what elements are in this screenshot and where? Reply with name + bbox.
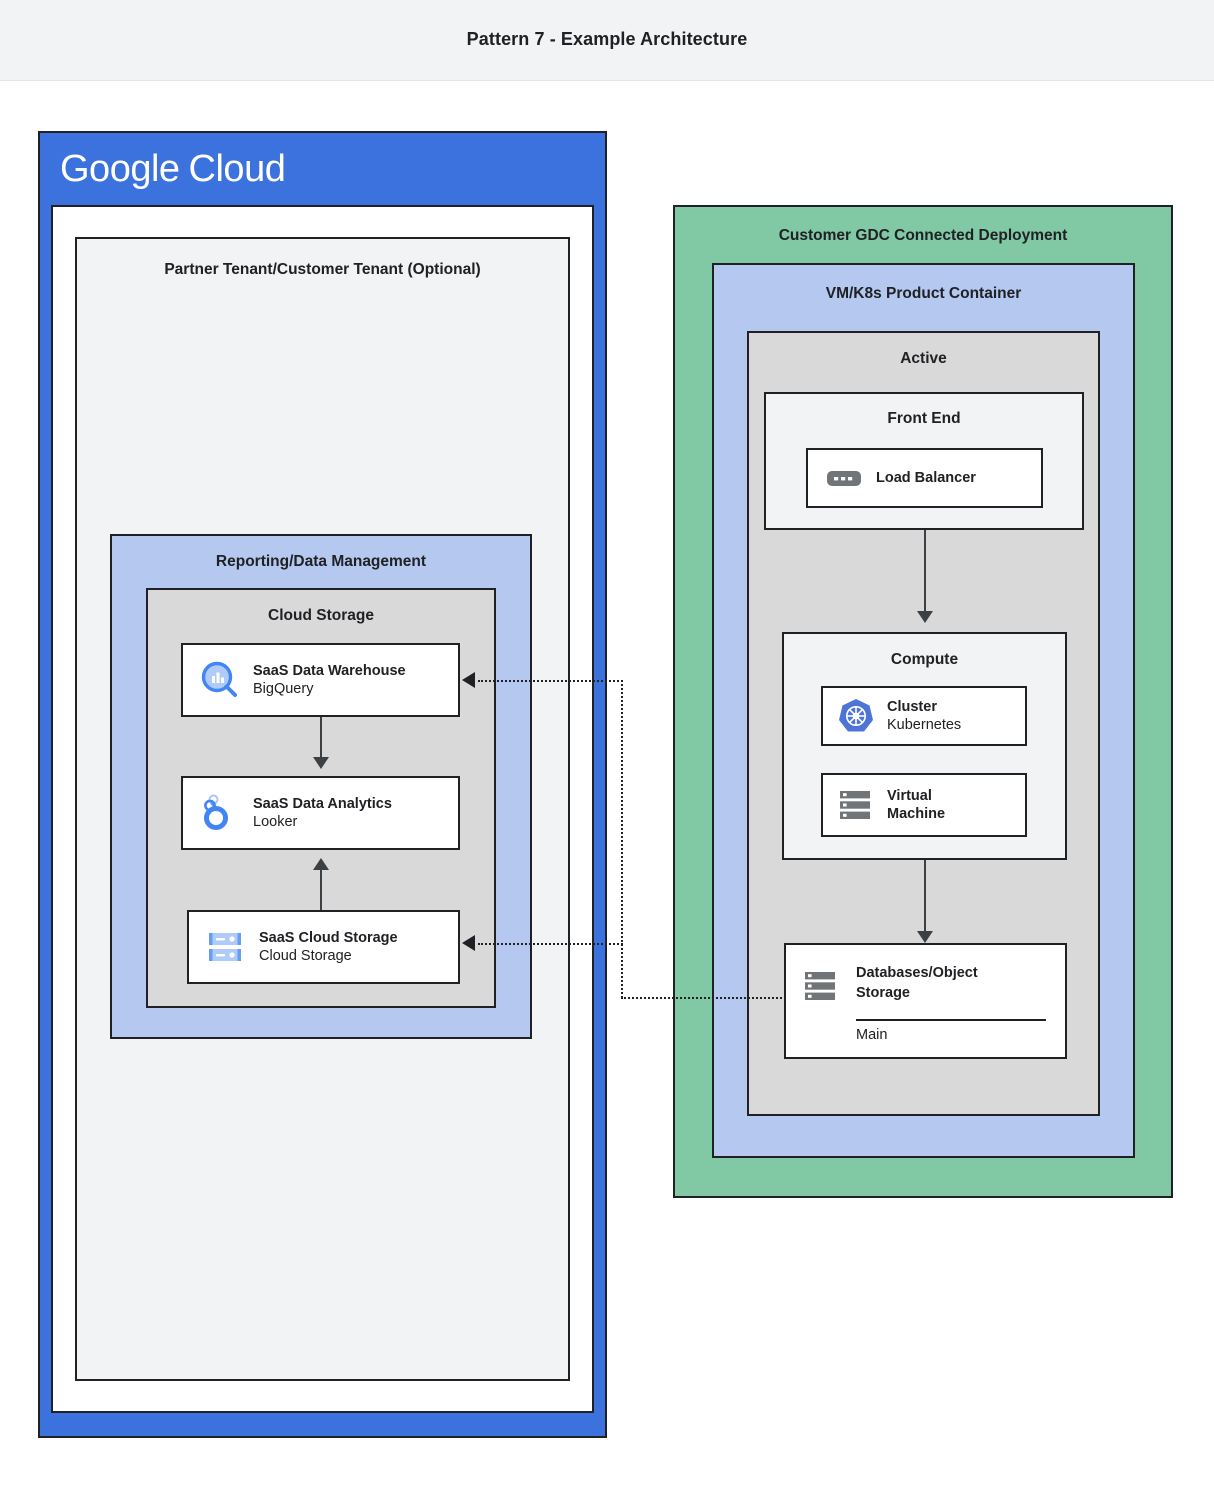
service-product: Cloud Storage (259, 947, 352, 964)
front-end-title: Front End (887, 410, 961, 427)
active-zone-title: Active (900, 350, 947, 367)
compute-title: Compute (890, 651, 959, 668)
looker-icon (197, 790, 243, 836)
cloud-storage-icon (203, 927, 249, 967)
load-balancer-icon (826, 467, 862, 489)
reporting-data-management-title: Reporting/Data Management (215, 553, 427, 570)
arrowhead-bigquery-to-looker (313, 757, 329, 769)
service-product: Kubernetes (887, 716, 962, 733)
vm-k8s-product-container-title: VM/K8s Product Container (825, 285, 1022, 302)
dotted-trunk-line (621, 680, 623, 998)
google-cloud-logo-cloud: Cloud (188, 148, 286, 190)
google-cloud-logo-google: Google (60, 148, 180, 190)
service-card-saas-data-warehouse[interactable]: SaaS Data Warehouse BigQuery (181, 643, 460, 717)
arrowhead-frontend-to-compute (917, 611, 933, 623)
service-card-databases-object-storage[interactable]: Databases/Object Storage Main (784, 943, 1067, 1059)
partner-tenant-title: Partner Tenant/Customer Tenant (Optional… (164, 261, 481, 278)
dotted-branch-to-cloud-storage (478, 943, 623, 945)
arrowhead-dotted-to-bigquery (462, 672, 475, 688)
database-name-line1: Databases/Object (856, 965, 978, 981)
connector-cloudstorage-to-looker (320, 870, 322, 911)
service-name: Load Balancer (876, 469, 976, 486)
dotted-branch-from-database (621, 997, 786, 999)
service-name: SaaS Data Warehouse (253, 662, 406, 679)
service-card-load-balancer[interactable]: Load Balancer (806, 448, 1043, 508)
arrowhead-compute-to-database (917, 931, 933, 943)
service-product: BigQuery (253, 680, 314, 697)
database-instance-label: Main (856, 1027, 888, 1043)
service-card-saas-cloud-storage[interactable]: SaaS Cloud Storage Cloud Storage (187, 910, 460, 984)
virtual-machine-icon (835, 785, 877, 825)
customer-gdc-deployment-title: Customer GDC Connected Deployment (778, 227, 1068, 244)
header-bar (0, 0, 1214, 81)
connector-compute-to-database (924, 860, 926, 935)
connector-frontend-to-compute (924, 530, 926, 615)
database-card-divider (856, 1019, 1046, 1021)
service-card-saas-data-analytics[interactable]: SaaS Data Analytics Looker (181, 776, 460, 850)
page-title: Pattern 7 - Example Architecture (466, 29, 748, 49)
database-icon (802, 969, 842, 1007)
service-name: SaaS Data Analytics (253, 795, 392, 812)
service-name-line2: Machine (887, 806, 946, 822)
bigquery-icon (197, 657, 243, 703)
cloud-storage-group-title: Cloud Storage (268, 607, 374, 624)
service-card-virtual-machine[interactable]: Virtual Machine (821, 773, 1027, 837)
service-name: Cluster (887, 698, 937, 715)
service-card-cluster[interactable]: Cluster Kubernetes (821, 686, 1027, 746)
dotted-branch-to-bigquery (478, 680, 623, 682)
service-product: Looker (253, 813, 298, 830)
database-name-line2: Storage (856, 985, 910, 1002)
arrowhead-dotted-to-cloud-storage (462, 935, 475, 951)
connector-bigquery-to-looker (320, 717, 322, 761)
service-name: Virtual (887, 787, 932, 804)
service-name: SaaS Cloud Storage (259, 929, 398, 946)
kubernetes-icon (835, 695, 877, 737)
arrowhead-cloudstorage-to-looker (313, 858, 329, 870)
